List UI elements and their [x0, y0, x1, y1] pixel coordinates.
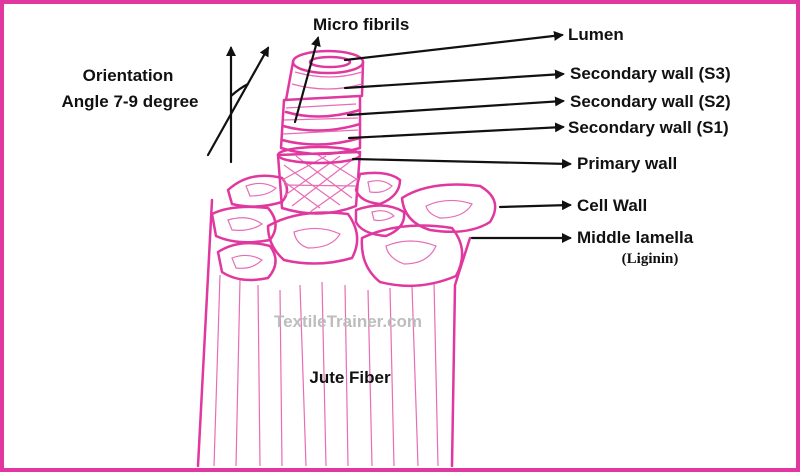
orientation-arrows — [206, 36, 321, 164]
watermark-text: TextileTrainer.com — [274, 312, 422, 331]
fiber-body — [196, 198, 472, 468]
label-jute-fiber: Jute Fiber — [309, 368, 391, 387]
label-secondary-wall-s2: Secondary wall (S2) — [570, 92, 731, 111]
label-primary-wall: Primary wall — [577, 154, 677, 173]
label-lumen: Lumen — [568, 25, 624, 44]
label-middle-lamella: Middle lamella — [577, 228, 694, 247]
label-micro-fibrils: Micro fibrils — [313, 15, 409, 34]
label-orientation: Orientation — [83, 66, 174, 85]
label-secondary-wall-s1: Secondary wall (S1) — [568, 118, 729, 137]
cell-cross-section — [210, 171, 497, 288]
fiber-tube-layers — [276, 49, 365, 215]
label-liginin: (Liginin) — [622, 251, 679, 267]
label-cell-wall: Cell Wall — [577, 196, 647, 215]
label-arrows — [343, 30, 572, 243]
label-orientation-angle: Angle 7-9 degree — [62, 92, 199, 111]
label-secondary-wall-s3: Secondary wall (S3) — [570, 64, 731, 83]
